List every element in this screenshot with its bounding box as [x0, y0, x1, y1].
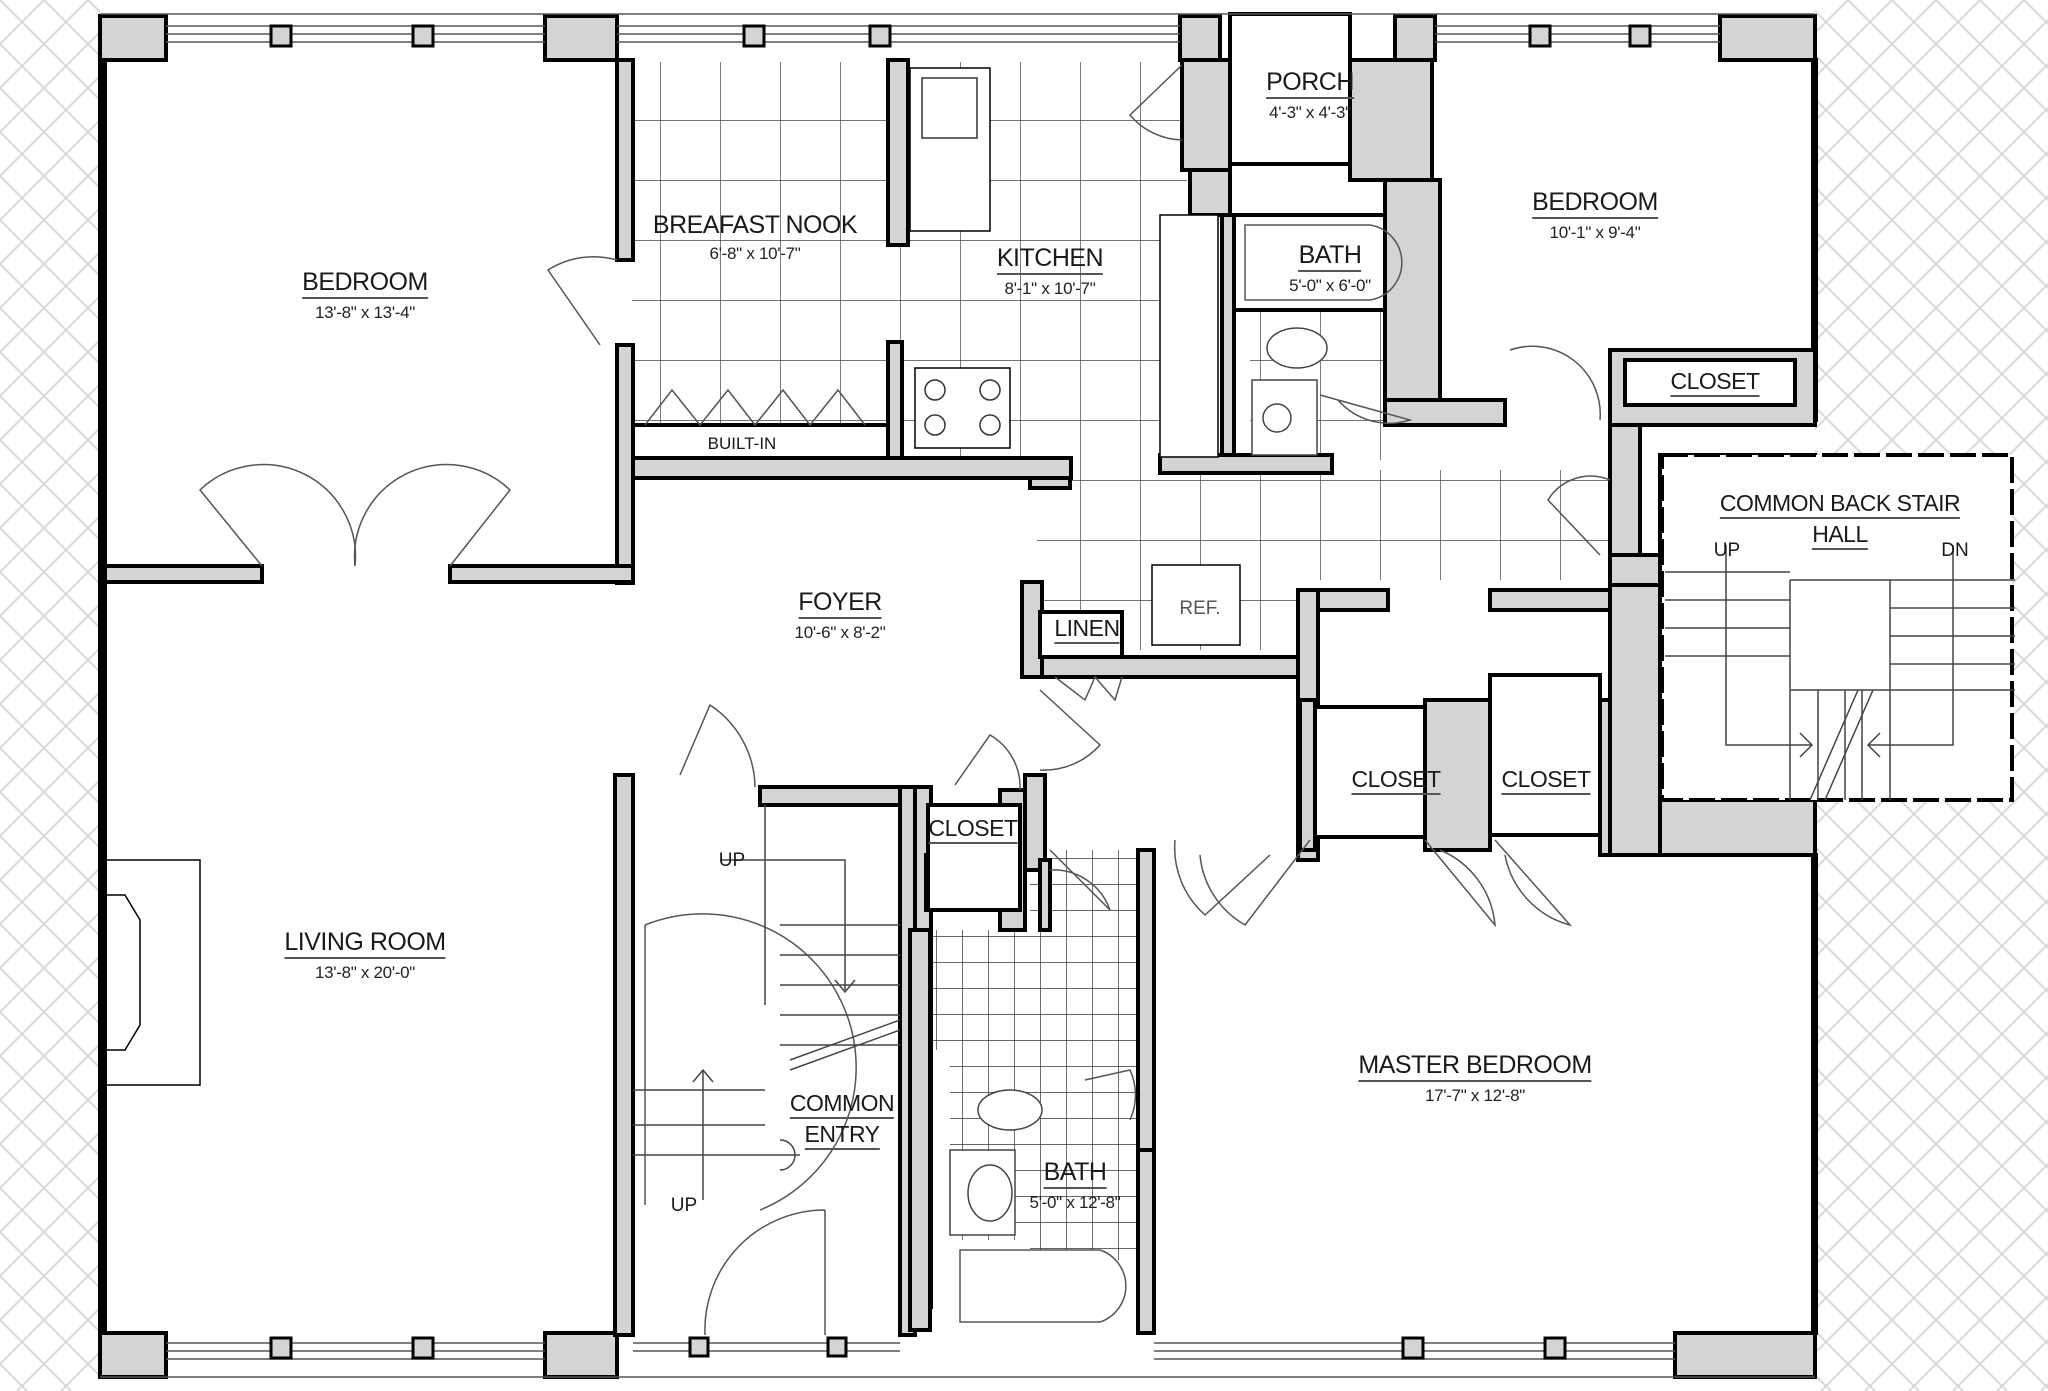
- closet-label-foyer: CLOSET: [928, 817, 1018, 844]
- back-stair-hall-label: COMMON BACK STAIR HALL: [1719, 492, 1961, 550]
- room-dims: 8'-1" x 10'-7": [1004, 279, 1096, 298]
- room-outlines: [631, 12, 2014, 912]
- room-name: BREAFAST NOOK: [652, 211, 858, 239]
- room-label-living-room: LIVING ROOM 13'-8" x 20'-0": [284, 930, 446, 982]
- closet-label-bedroom-2: CLOSET: [1670, 370, 1760, 397]
- room-name: LIVING ROOM: [284, 930, 446, 959]
- fireplace: [105, 859, 201, 1086]
- room-name: MASTER BEDROOM: [1358, 1053, 1592, 1082]
- room-label-bedroom-1: BEDROOM 13'-8" x 13'-4": [302, 270, 428, 321]
- back-stair-dn-label: DN: [1941, 540, 1969, 561]
- closet-name: CLOSET: [1501, 768, 1591, 795]
- room-dims: 4'-3" x 4'-3": [1269, 103, 1351, 122]
- closet-name: CLOSET: [1351, 768, 1441, 795]
- room-label-porch: PORCH 4'-3" x 4'-3": [1266, 70, 1354, 121]
- kitchen-sink: [921, 77, 978, 139]
- entry-stair-up-label-bottom: UP: [670, 1195, 698, 1216]
- common-entry-name-2: ENTRY: [804, 1123, 880, 1150]
- entry-stairs: [633, 805, 901, 1200]
- toilet-icon: [977, 1089, 1043, 1131]
- stove-burners: [924, 379, 1001, 436]
- room-label-master-bedroom: MASTER BEDROOM 17'-7" x 12'-8": [1358, 1053, 1592, 1105]
- linen-name: LINEN: [1054, 617, 1120, 644]
- door-swings: [198, 64, 1611, 1336]
- room-dims: 10'-6" x 8'-2": [794, 623, 886, 642]
- closet-label-master-left: CLOSET: [1351, 768, 1441, 795]
- common-entry-name-1: COMMON: [789, 1092, 895, 1119]
- entry-stair-up-label-top: UP: [718, 850, 746, 871]
- built-in-bifold: [644, 388, 866, 427]
- closet-name: CLOSET: [928, 817, 1018, 844]
- vanity: [949, 1149, 1016, 1236]
- room-name: KITCHEN: [996, 246, 1104, 275]
- back-stairs: [1665, 545, 2015, 801]
- room-dims: 6'-8" x 10'-7": [709, 244, 801, 263]
- vanity: [1251, 379, 1318, 456]
- built-in-label: BUILT-IN: [707, 434, 777, 453]
- room-name: FOYER: [798, 590, 882, 619]
- sink-icon: [1262, 403, 1292, 433]
- room-dims: 13'-8" x 13'-4": [314, 303, 416, 322]
- window-mullions: [269, 24, 1652, 1360]
- common-entry-label: COMMON ENTRY: [789, 1092, 895, 1150]
- room-name: BATH: [1298, 243, 1362, 272]
- refrigerator-label: REF.: [1179, 598, 1221, 619]
- room-name: BEDROOM: [1532, 190, 1658, 219]
- room-label-bath-2: BATH 5'-0" x 12'-8": [1029, 1160, 1121, 1212]
- room-label-bath-1: BATH 5'-0" x 6'-0": [1289, 243, 1371, 295]
- closet-name: CLOSET: [1670, 370, 1760, 397]
- room-label-breakfast-nook: BREAFAST NOOK 6'-8" x 10'-7": [652, 211, 858, 263]
- linen-label: LINEN: [1054, 617, 1120, 644]
- room-dims: 10'-1" x 9'-4": [1549, 223, 1641, 242]
- bathtub-icon: [959, 1249, 1127, 1323]
- stair-hall-name-1: COMMON BACK STAIR: [1719, 492, 1961, 519]
- room-name: BATH: [1043, 1160, 1107, 1189]
- room-label-foyer: FOYER 10'-6" x 8'-2": [794, 590, 886, 642]
- room-label-bedroom-2: BEDROOM 10'-1" x 9'-4": [1532, 190, 1658, 241]
- room-dims: 5'-0" x 6'-0": [1289, 276, 1371, 295]
- room-dims: 13'-8" x 20'-0": [314, 963, 416, 982]
- room-dims: 17'-7" x 12'-8": [1424, 1086, 1526, 1105]
- stair-hall-name-2: HALL: [1812, 523, 1868, 550]
- room-dims: 5'-0" x 12'-8": [1029, 1193, 1121, 1212]
- bathtub-icon: [1244, 224, 1403, 301]
- room-name: BEDROOM: [302, 270, 428, 299]
- toilet-icon: [1266, 327, 1328, 369]
- back-stair-up-label: UP: [1713, 540, 1741, 561]
- sink-icon: [967, 1164, 1013, 1222]
- room-name: PORCH: [1266, 70, 1354, 99]
- closet-label-master-right: CLOSET: [1501, 768, 1591, 795]
- room-label-kitchen: KITCHEN 8'-1" x 10'-7": [996, 246, 1104, 298]
- tiled-floors: [632, 62, 1612, 1260]
